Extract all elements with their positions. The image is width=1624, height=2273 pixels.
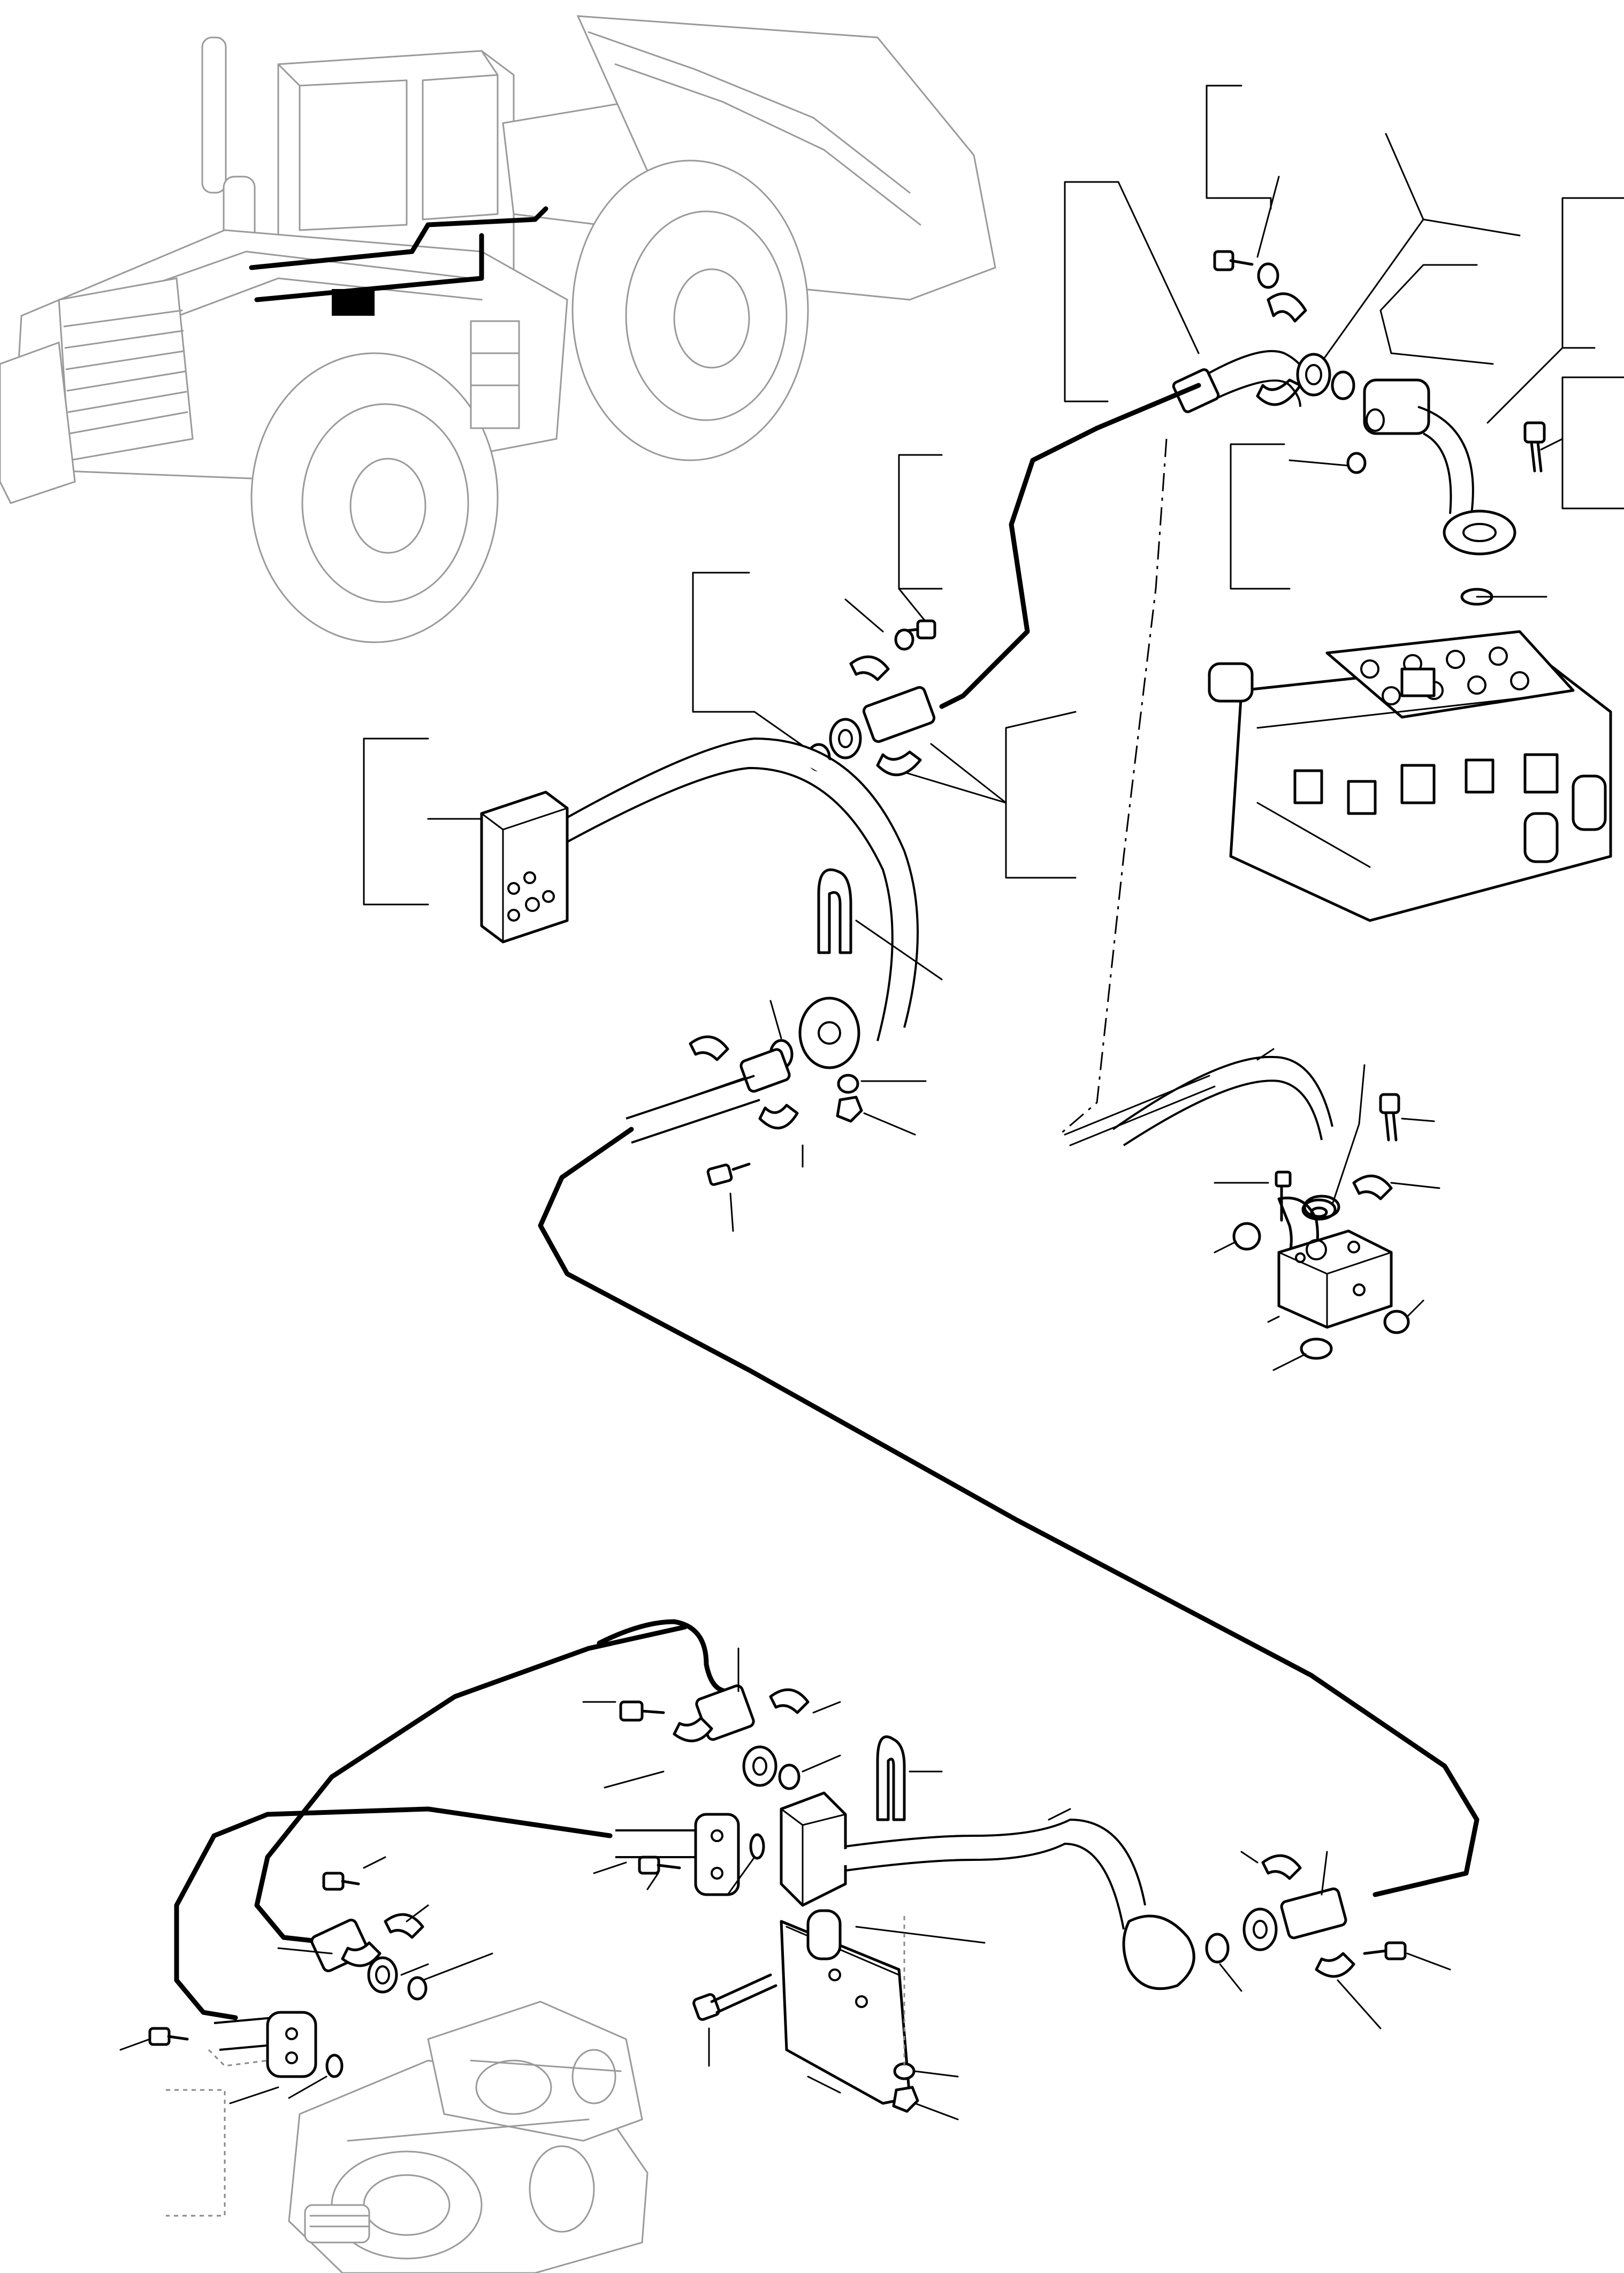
assembly-middle-left [363, 454, 1077, 1232]
hydraulic-pump [288, 2001, 649, 2273]
control-valve-upper [1208, 630, 1612, 922]
hose-upper [939, 383, 1201, 709]
hose-long [538, 1127, 1480, 1897]
hose-lower-outer [174, 1806, 613, 2020]
hose-lower-loop [254, 1624, 688, 1945]
wheel-loader-overview [0, 15, 996, 643]
fittings-upper-right [1172, 250, 1546, 606]
assembly-lower [119, 1647, 1451, 2217]
manifold-middle-right [1064, 1048, 1440, 1371]
centerline [1059, 438, 1168, 1136]
leader-lines-upper-right [1064, 85, 1624, 598]
